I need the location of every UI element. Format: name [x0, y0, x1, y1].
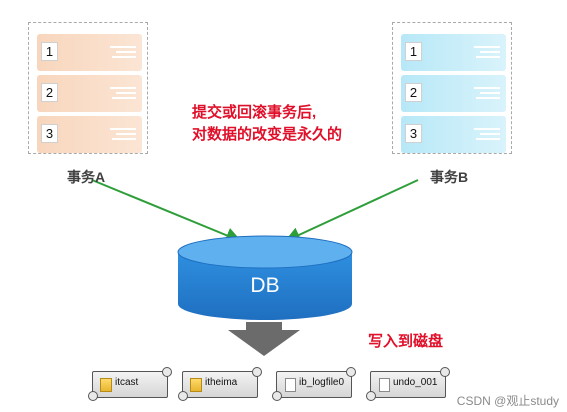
row-number: 2: [405, 83, 422, 102]
file-name: itcast: [115, 377, 139, 388]
transaction-b-row-2: 2: [401, 75, 506, 112]
transaction-b-label: 事务B: [430, 169, 469, 185]
durability-note-line-1: 提交或回滚事务后,: [192, 104, 317, 121]
text-lines-icon: [474, 87, 500, 102]
row-number: 3: [405, 124, 422, 143]
row-number: 2: [41, 83, 58, 102]
watermark: CSDN @观止study: [456, 394, 559, 408]
file-icon: [379, 378, 390, 392]
transaction-a-label: 事务A: [67, 169, 106, 185]
transaction-a-row-1: 1: [37, 34, 142, 71]
text-lines-icon: [110, 87, 136, 102]
database-cylinder: [177, 235, 353, 320]
arrow-tx-a-to-db: [91, 179, 242, 243]
transaction-b-row-3: 3: [401, 116, 506, 153]
disk-file-ib-logfile0: ib_logfile0: [272, 367, 356, 401]
database-label: DB: [250, 274, 280, 297]
row-number: 3: [41, 124, 58, 143]
write-to-disk-label: 写入到磁盘: [368, 333, 444, 350]
folder-icon: [100, 378, 112, 392]
transaction-b-row-1: 1: [401, 34, 506, 71]
file-icon: [285, 378, 296, 392]
transaction-a-row-3: 3: [37, 116, 142, 153]
durability-note-line-2: 对数据的改变是永久的: [192, 126, 343, 143]
transaction-a-row-2: 2: [37, 75, 142, 112]
text-lines-icon: [110, 46, 136, 61]
file-name: ib_logfile0: [299, 377, 345, 388]
arrow-tx-b-to-db: [284, 179, 419, 243]
transaction-b-box: 1 2 3: [392, 22, 512, 154]
transaction-a-box: 1 2 3: [28, 22, 148, 154]
disk-file-undo-001: undo_001: [366, 367, 450, 401]
down-arrow: [228, 322, 300, 356]
text-lines-icon: [474, 128, 500, 143]
file-name: undo_001: [393, 377, 438, 388]
disk-file-itheima: itheima: [178, 367, 262, 401]
disk-file-itcast: itcast: [88, 367, 172, 401]
file-name: itheima: [205, 377, 238, 388]
folder-icon: [190, 378, 202, 392]
durability-note: 提交或回滚事务后, 对数据的改变是永久的: [192, 102, 342, 146]
text-lines-icon: [474, 46, 500, 61]
row-number: 1: [41, 42, 58, 61]
text-lines-icon: [110, 128, 136, 143]
row-number: 1: [405, 42, 422, 61]
